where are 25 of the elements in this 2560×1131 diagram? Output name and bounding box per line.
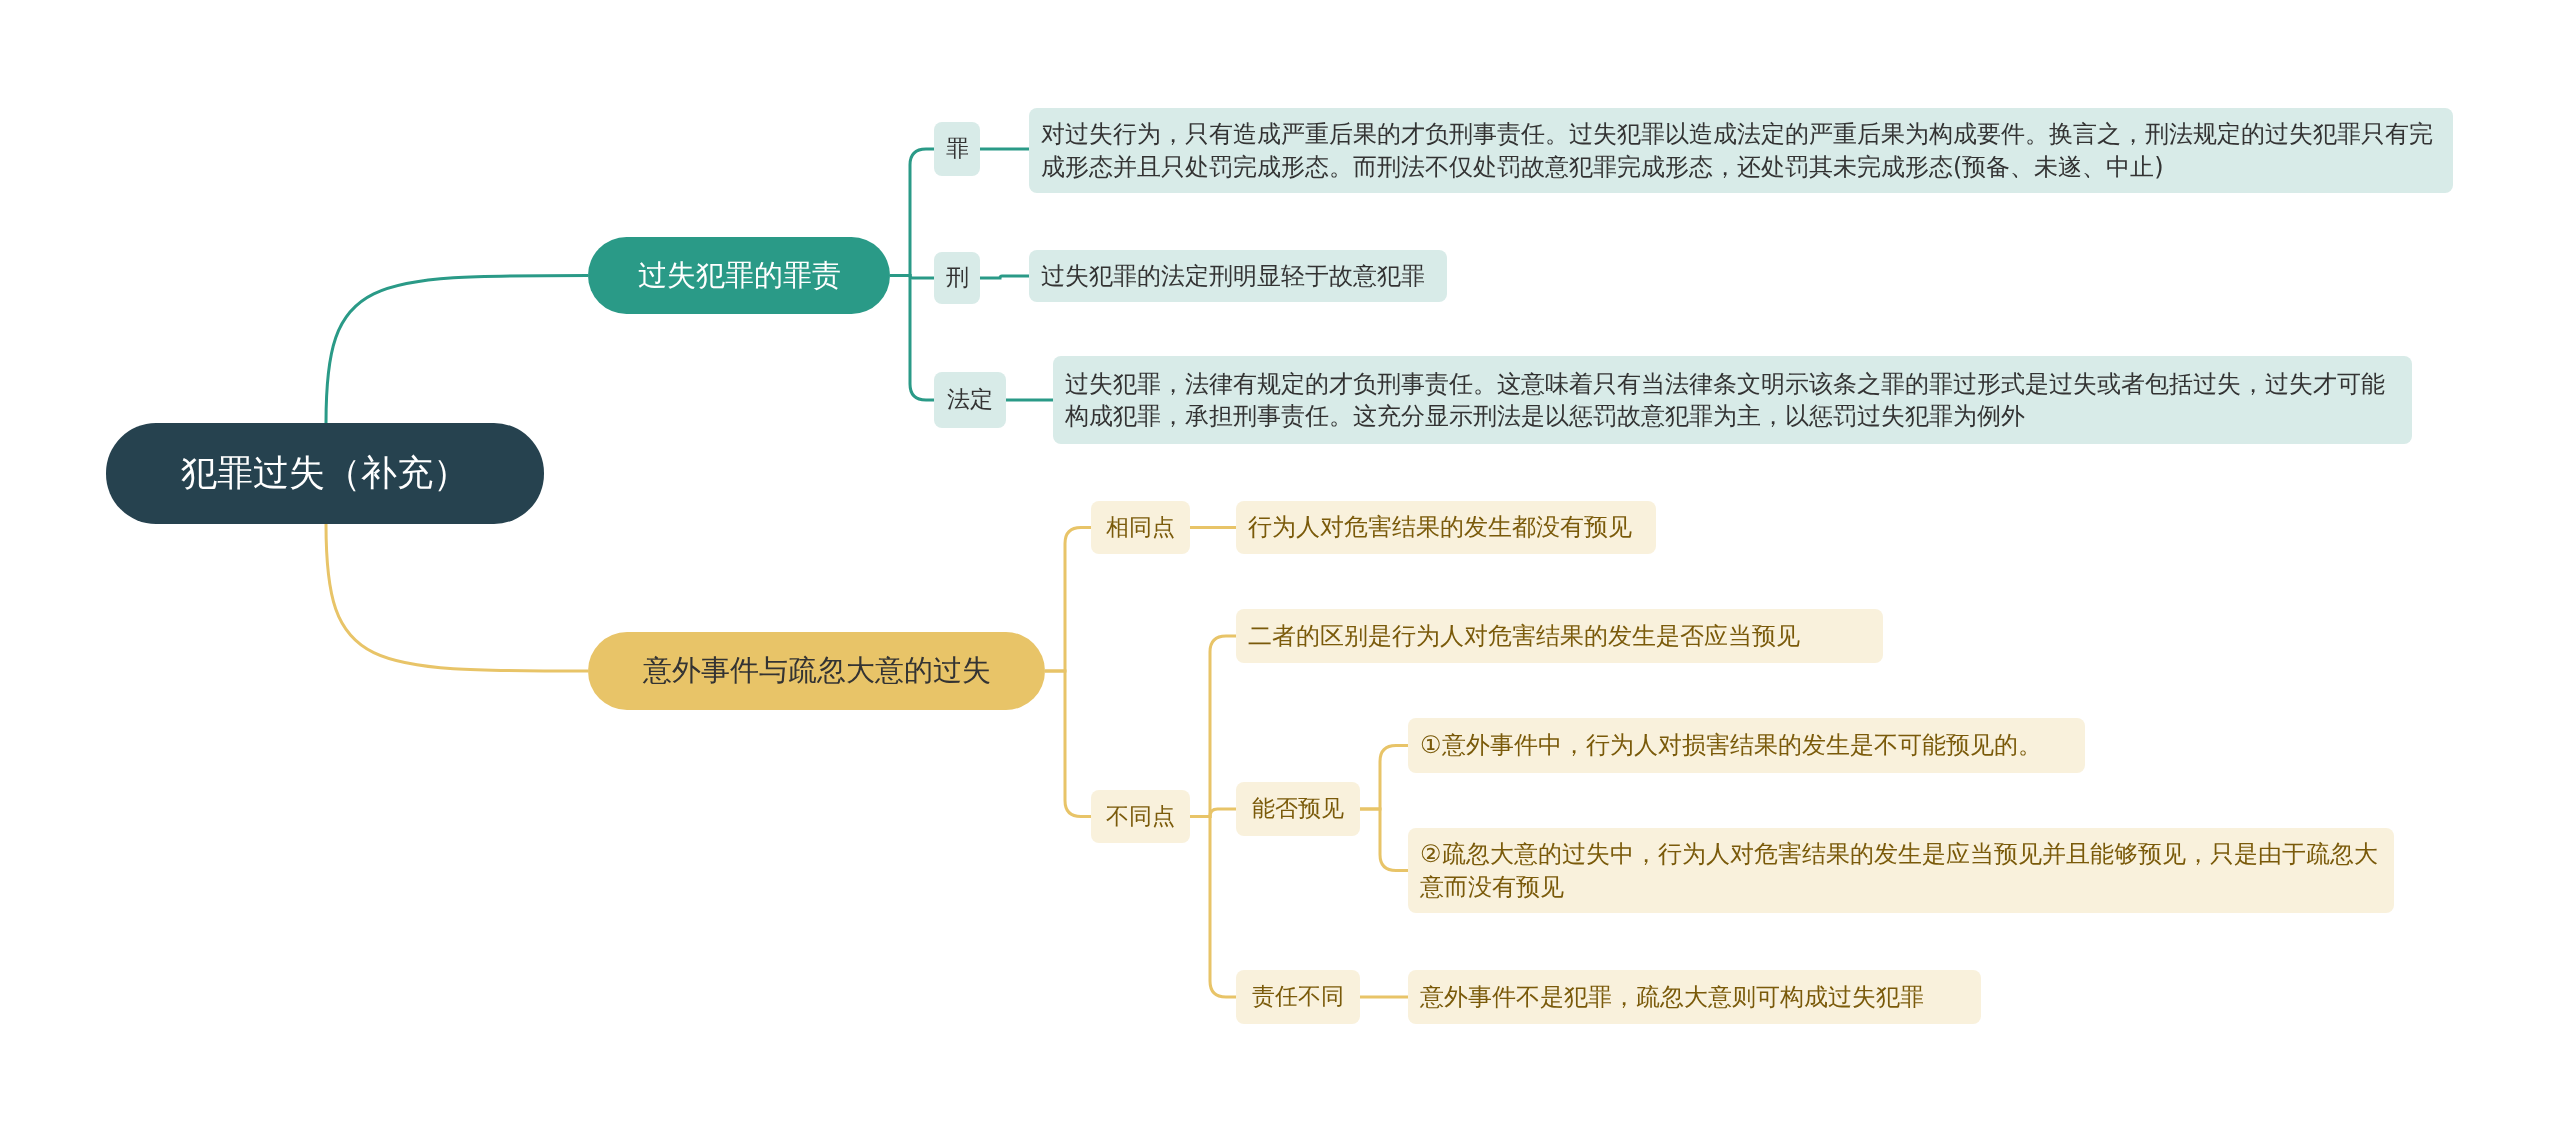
- subtopic: 能否预见: [1236, 782, 1360, 836]
- detail-box: 对过失行为，只有造成严重后果的才负刑事责任。过失犯罪以造成法定的严重后果为构成要件。换言之，刑法规定的过失犯罪只有完成形态并且只处罚完成形态。而刑法不仅处罚故意犯罪完成形态，还处罚其未完成形态(预备、未遂、中止): [1029, 108, 2453, 193]
- root-topic: 犯罪过失（补充）: [106, 423, 544, 524]
- subtopic: 不同点: [1091, 790, 1190, 843]
- detail-box: 行为人对危害结果的发生都没有预见: [1236, 501, 1656, 554]
- detail-box: 过失犯罪的法定刑明显轻于故意犯罪: [1029, 250, 1447, 302]
- connector-line: [980, 274, 1029, 280]
- detail-box: 过失犯罪，法律有规定的才负刑事责任。这意味着只有当法律条文明示该条之罪的罪过形式是过失或者包括过失，过失才可能构成犯罪，承担刑事责任。这充分显示刑法是以惩罚故意犯罪为主，以惩罚过失犯罪为例外: [1053, 356, 2412, 444]
- detail-box: ①意外事件中，行为人对损害结果的发生是不可能预见的。: [1408, 718, 2085, 773]
- detail-box: 意外事件不是犯罪，疏忽大意则可构成过失犯罪: [1408, 970, 1981, 1024]
- subtopic: 法定: [934, 372, 1006, 428]
- connector-line: [1360, 995, 1408, 999]
- main-topic: 意外事件与疏忽大意的过失: [588, 632, 1045, 710]
- connector-line: [980, 147, 1029, 151]
- connector-line: [1006, 398, 1053, 402]
- connector-line: [324, 523, 588, 673]
- connector-line: [324, 274, 588, 424]
- subtopic: 刑: [934, 252, 980, 304]
- connector-line: [1190, 526, 1236, 529]
- detail-box: ②疏忽大意的过失中，行为人对危害结果的发生是应当预见并且能够预见，只是由于疏忽大意而没有预见: [1408, 828, 2394, 913]
- main-topic: 过失犯罪的罪责: [588, 237, 890, 314]
- subtopic: 相同点: [1091, 501, 1190, 554]
- detail-box: 二者的区别是行为人对危害结果的发生是否应当预见: [1236, 609, 1883, 663]
- subtopic: 责任不同: [1236, 970, 1360, 1024]
- subtopic: 罪: [934, 122, 980, 176]
